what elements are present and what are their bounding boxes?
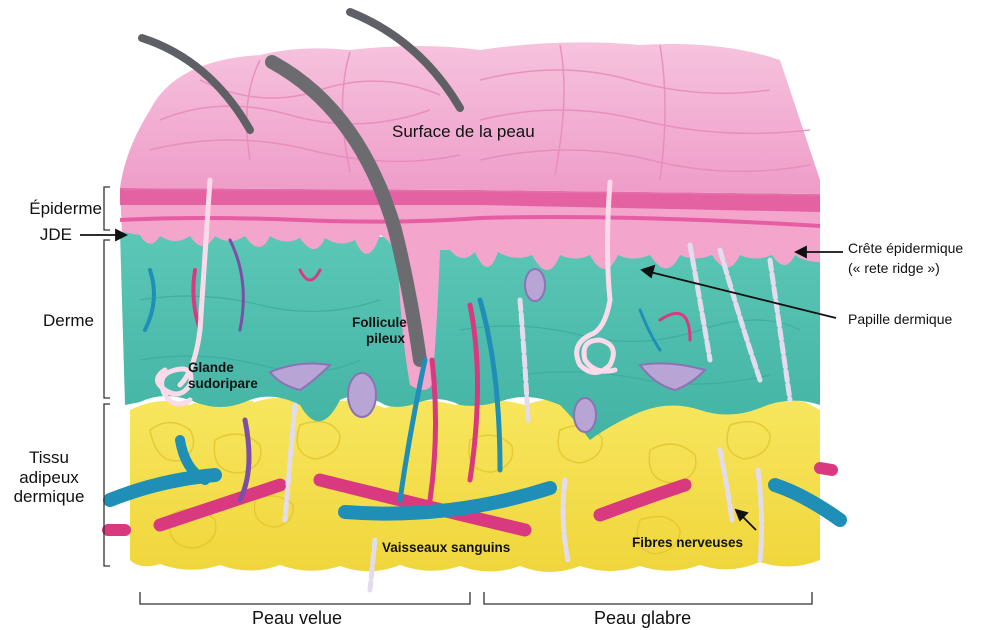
label-peau-velue: Peau velue [252,608,342,629]
label-epiderme: Épiderme [29,199,102,219]
label-tissu-line2: adipeux [4,468,94,488]
label-fibres-nerveuses: Fibres nerveuses [632,535,743,551]
label-crete-line1: Crête épidermique [848,240,963,256]
label-crete-epidermique: Crête épidermique (« rete ridge ») [848,240,963,276]
label-crete-line2: (« rete ridge ») [848,260,963,276]
label-tissu-line3: dermique [4,487,94,507]
label-follicule-pileux: Follicule pileux [352,315,407,346]
label-tissu-line1: Tissu [4,448,94,468]
label-jde: JDE [40,225,72,245]
label-glande-line1: Glande [188,360,258,376]
label-tissu-adipeux: Tissu adipeux dermique [4,448,94,507]
label-papille-dermique: Papille dermique [848,311,952,327]
label-follicule-line1: Follicule [352,315,407,331]
label-peau-glabre: Peau glabre [594,608,691,629]
label-glande-line2: sudoripare [188,376,258,392]
label-vaisseaux-sanguins: Vaisseaux sanguins [382,540,510,556]
label-glande-sudoripare: Glande sudoripare [188,360,258,391]
label-skin-surface: Surface de la peau [392,122,535,142]
region-brackets [140,592,812,604]
label-follicule-line2: pileux [352,331,407,347]
skin-surface [120,42,820,194]
layer-brackets [104,187,110,566]
label-derme: Derme [43,311,94,331]
